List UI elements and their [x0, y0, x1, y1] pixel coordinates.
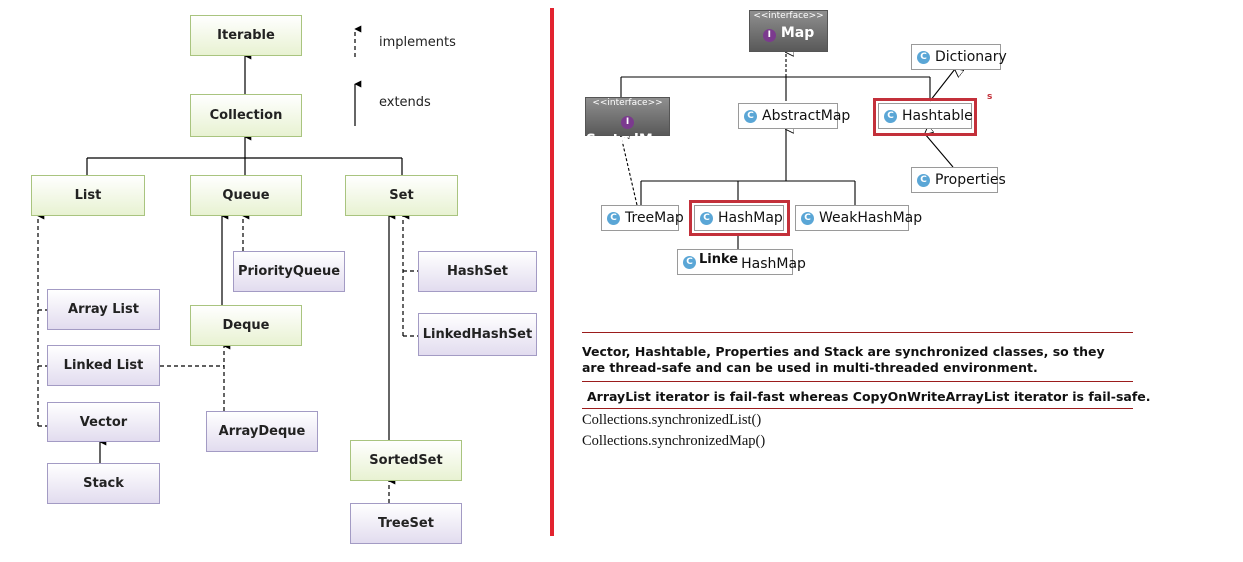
notes-middle-rule	[582, 381, 1133, 382]
array-list-node: Array List	[47, 289, 160, 330]
linked-list-node: Linked List	[47, 345, 160, 386]
weak-hash-map-node: C WeakHashMap	[795, 205, 922, 231]
linked-hash-map-label-part1: Linke	[699, 251, 739, 267]
class-icon: C	[801, 211, 814, 225]
notes-bottom-rule	[582, 408, 1133, 409]
class-icon: C	[917, 50, 930, 64]
map-label: Map	[780, 25, 815, 41]
queue-node: Queue	[190, 175, 302, 216]
linked-hash-map-label-part2: HashMap	[741, 256, 806, 272]
legend-implements: implements	[379, 35, 456, 50]
section-divider	[550, 8, 554, 536]
class-icon: C	[607, 211, 620, 225]
class-icon: C	[884, 109, 897, 123]
tree-map-node: C TreeMap	[601, 205, 684, 231]
hashtable-highlight	[873, 98, 977, 136]
iterable-node: Iterable	[190, 15, 302, 56]
collection-node: Collection	[190, 94, 302, 137]
class-icon: C	[917, 173, 930, 187]
map-interface-node: <<interface>> I Map	[749, 10, 828, 52]
tree-set-node: TreeSet	[350, 503, 462, 544]
dictionary-label: Dictionary	[935, 49, 1007, 65]
interface-icon: I	[621, 115, 634, 129]
hashmap-node: C HashMap	[694, 205, 784, 231]
vector-node: Vector	[47, 402, 160, 442]
stack-node: Stack	[47, 463, 160, 504]
synchronized-map-code: Collections.synchronizedMap()	[582, 433, 766, 449]
tree-map-label: TreeMap	[625, 210, 684, 226]
dictionary-node: C Dictionary	[911, 44, 1007, 70]
hashmap-label: HashMap	[718, 210, 783, 226]
hashtable-mark: s	[987, 92, 993, 102]
linked-hashset-node: LinkedHashSet	[418, 313, 537, 356]
legend-extends: extends	[379, 95, 431, 110]
sync-note: Vector, Hashtable, Properties and Stack …	[582, 344, 1105, 375]
class-icon: C	[700, 211, 713, 225]
class-icon: C	[683, 255, 696, 269]
list-node: List	[31, 175, 145, 216]
collection-connectors	[37, 25, 418, 503]
sorted-map-label: SortedMap	[586, 131, 673, 148]
properties-label: Properties	[935, 172, 1006, 188]
abstract-map-node: C AbstractMap	[738, 103, 850, 129]
weak-hash-map-label: WeakHashMap	[819, 210, 923, 226]
hashmap-highlight	[689, 200, 790, 236]
linked-hash-map-node: C Linke HashMap	[677, 249, 806, 275]
set-node: Set	[345, 175, 458, 216]
hashtable-label: Hashtable	[902, 108, 973, 124]
interface-icon: I	[762, 28, 776, 42]
array-deque-node: ArrayDeque	[206, 411, 318, 452]
hashset-node: HashSet	[418, 251, 537, 292]
sorted-map-interface-node: <<interface>> I SortedMap	[585, 97, 672, 148]
hashtable-node: C Hashtable	[878, 103, 973, 129]
notes-top-rule	[582, 332, 1133, 333]
iterator-note: ArrayList iterator is fail-fast whereas …	[587, 389, 1151, 404]
properties-node: C Properties	[911, 167, 1006, 193]
abstract-map-label: AbstractMap	[762, 108, 851, 124]
sorted-set-node: SortedSet	[350, 440, 462, 481]
sorted-map-stereotype: <<interface>>	[592, 98, 663, 108]
map-stereotype: <<interface>>	[753, 11, 824, 21]
abstract-class-icon: C	[744, 109, 757, 123]
deque-node: Deque	[190, 305, 302, 346]
synchronized-list-code: Collections.synchronizedList()	[582, 412, 762, 428]
priority-queue-node: PriorityQueue	[233, 251, 345, 292]
